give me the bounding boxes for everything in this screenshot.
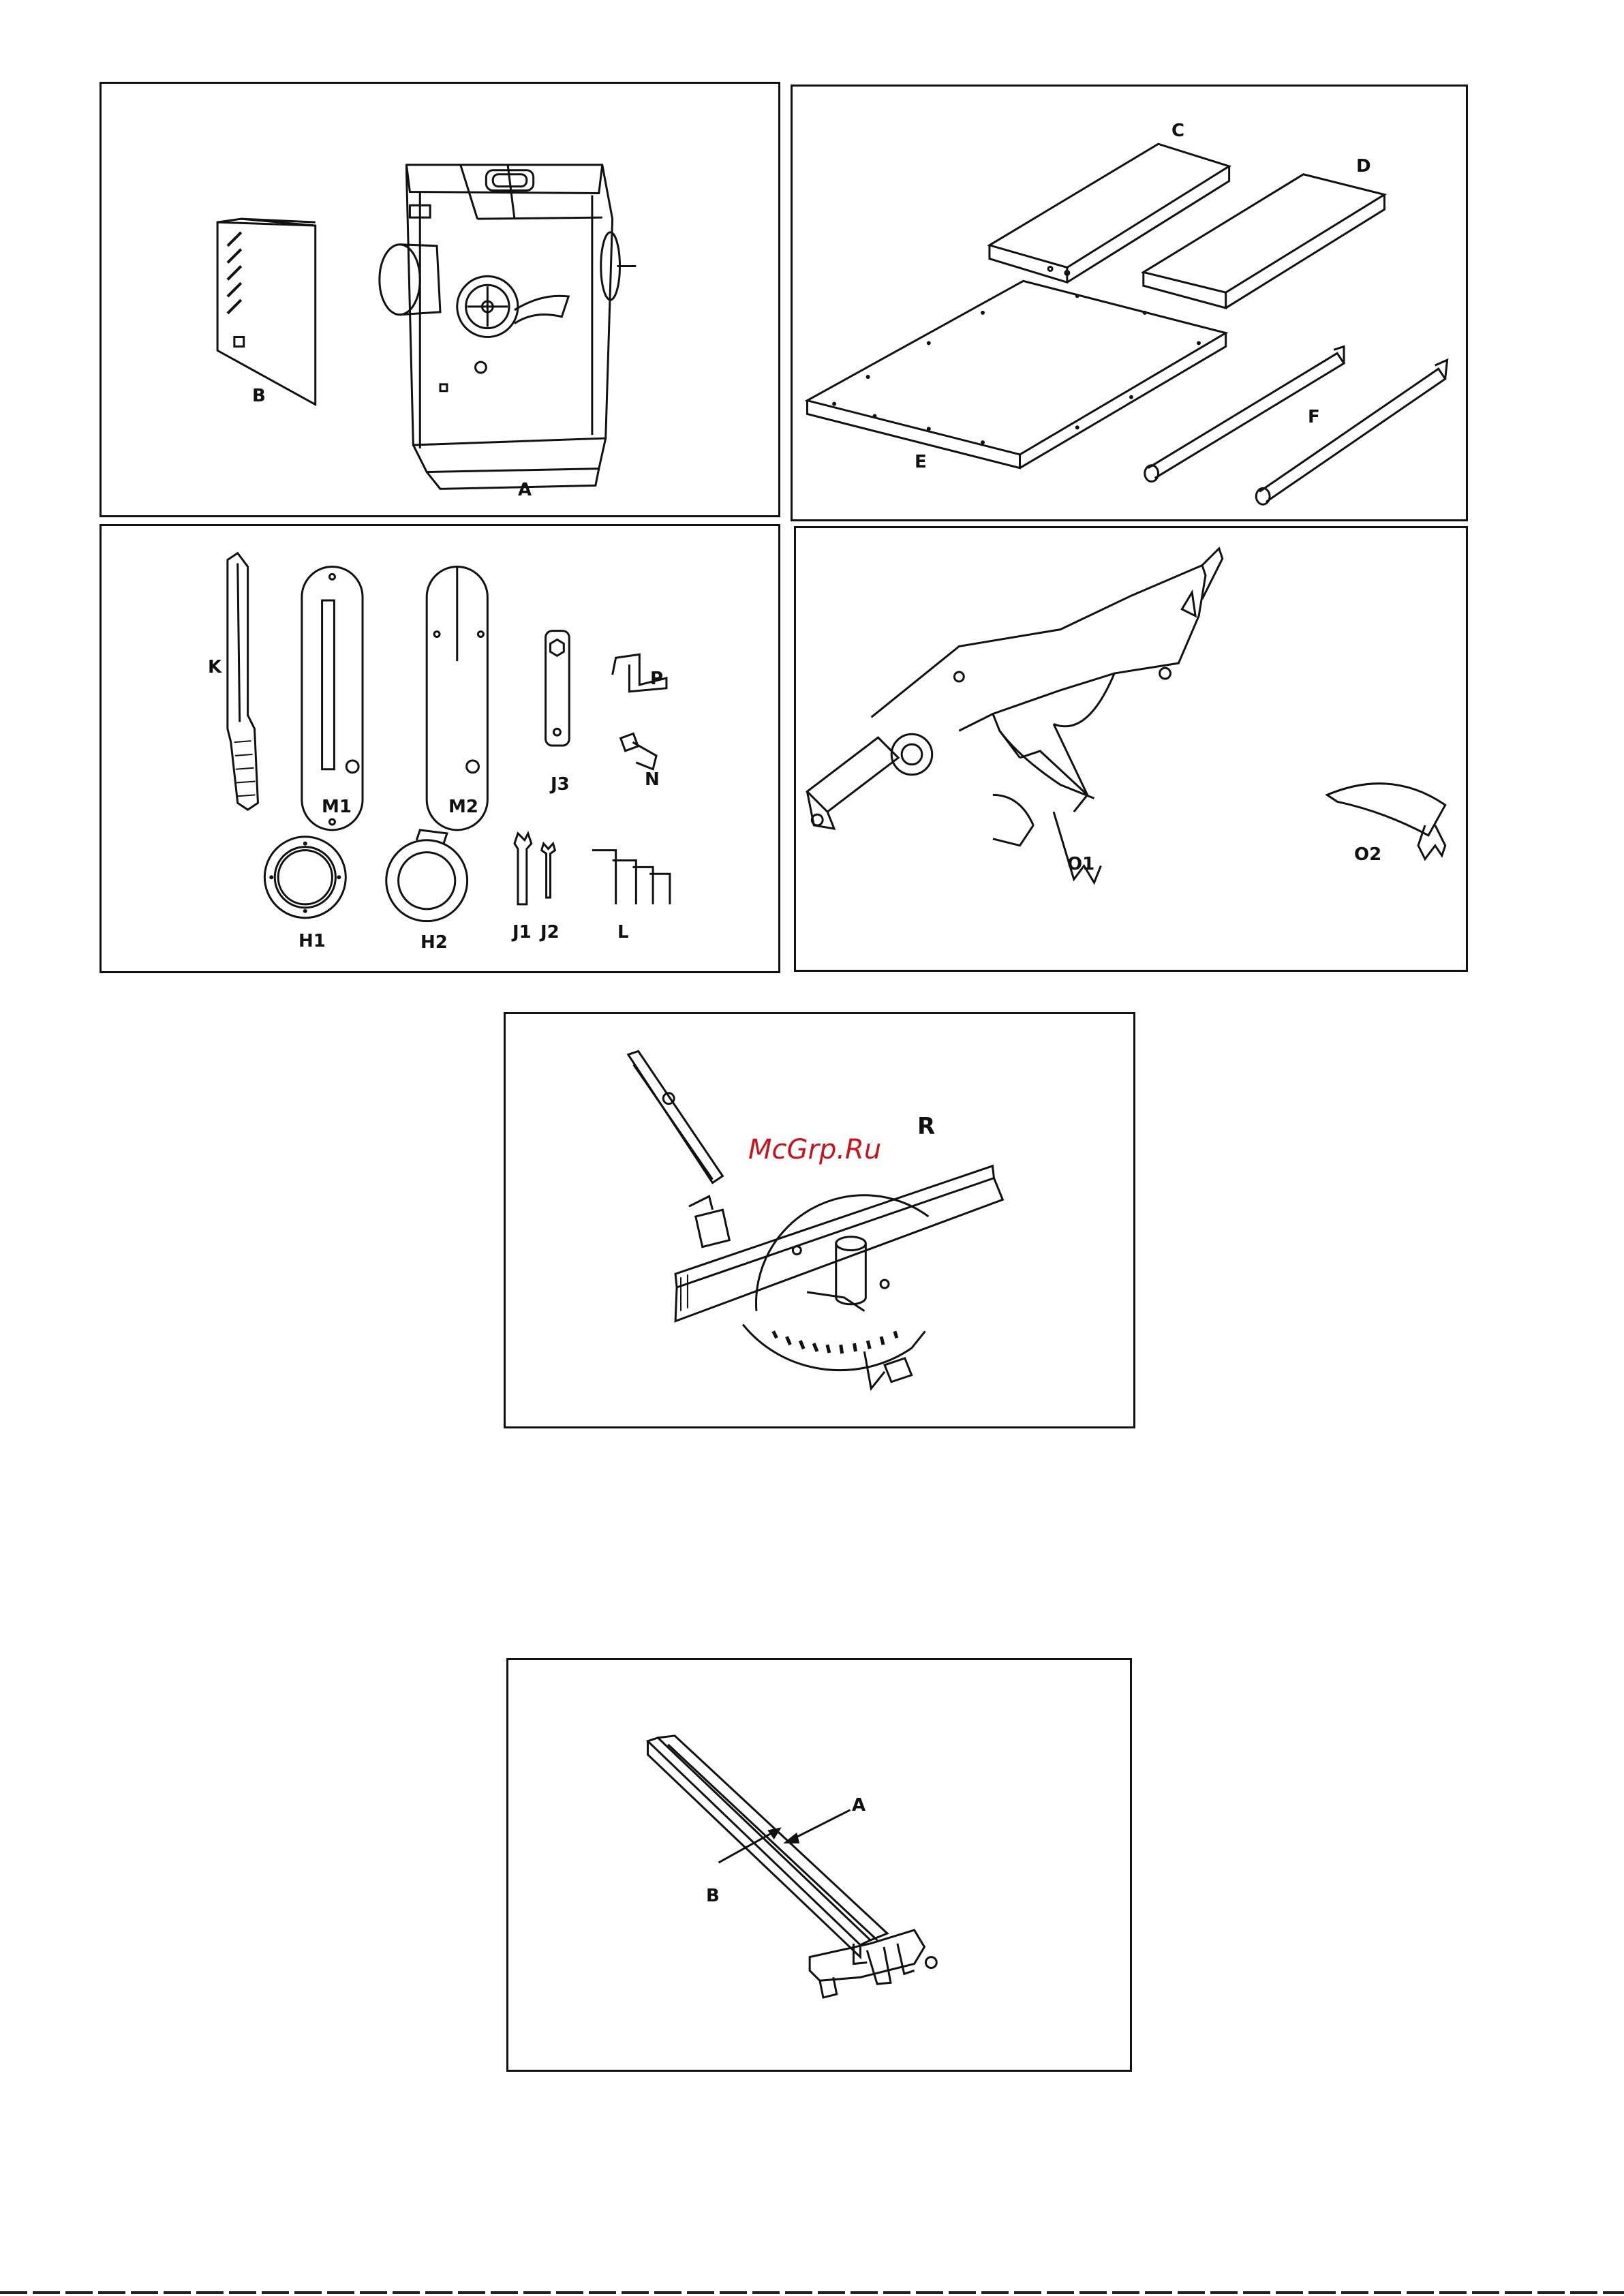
label-a: A bbox=[518, 481, 532, 499]
label-o2: O2 bbox=[1354, 846, 1381, 863]
panel-blade-guard: O1 O2 bbox=[794, 526, 1468, 972]
label-d: D bbox=[1356, 157, 1371, 175]
table-parts-drawing bbox=[793, 87, 1466, 519]
page-bottom-dashes bbox=[0, 2291, 1624, 2294]
label-a-fence: A bbox=[852, 1796, 865, 1814]
label-c: C bbox=[1171, 122, 1184, 140]
accessories-drawing bbox=[102, 526, 778, 971]
watermark-text: McGrp.Ru bbox=[748, 1134, 881, 1165]
label-b-fence: B bbox=[706, 1887, 720, 1905]
label-r: R bbox=[917, 1115, 935, 1138]
label-f: F bbox=[1308, 408, 1320, 426]
label-m1: M1 bbox=[322, 798, 352, 816]
label-k: K bbox=[208, 658, 221, 676]
label-j3: J3 bbox=[551, 776, 570, 793]
label-h2: H2 bbox=[420, 934, 448, 951]
rip-fence-drawing bbox=[508, 1660, 1130, 2070]
label-l: L bbox=[617, 923, 629, 941]
label-m2: M2 bbox=[448, 798, 478, 816]
panel-mitre-gauge: R McGrp.Ru bbox=[504, 1012, 1135, 1428]
panel-table-parts: C D E F bbox=[791, 85, 1468, 521]
label-j1: J1 bbox=[512, 923, 532, 941]
label-h1: H1 bbox=[298, 932, 326, 950]
label-b: B bbox=[252, 387, 266, 405]
panel-rip-fence: A B bbox=[506, 1658, 1132, 2072]
label-p: P bbox=[650, 670, 663, 688]
saw-body-drawing bbox=[102, 84, 778, 515]
label-o1: O1 bbox=[1067, 855, 1094, 873]
blade-guard-drawing bbox=[796, 528, 1466, 970]
mitre-gauge-drawing bbox=[506, 1014, 1133, 1426]
panel-saw-body: A B bbox=[99, 82, 780, 517]
label-j2: J2 bbox=[540, 923, 560, 941]
panel-accessories: K M1 M2 J3 P N H1 H2 J1 J2 L bbox=[99, 524, 780, 973]
label-n: N bbox=[645, 771, 660, 789]
label-e: E bbox=[915, 453, 927, 471]
